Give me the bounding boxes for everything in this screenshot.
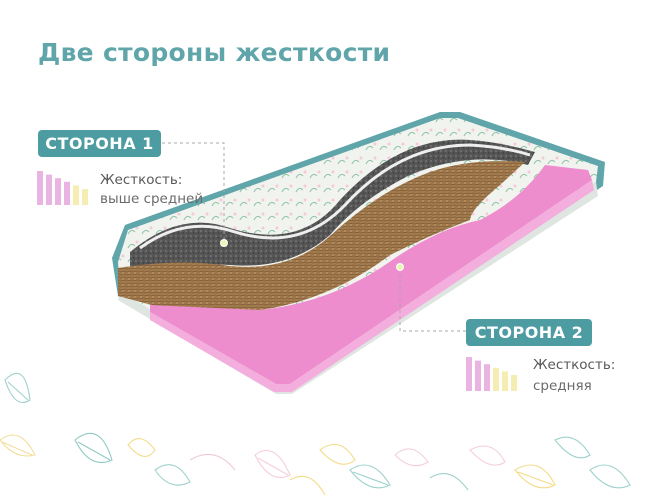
stiffness-bar <box>502 371 508 391</box>
stiffness-bar <box>484 364 490 391</box>
side-1-badge: СТОРОНА 1 <box>38 130 161 157</box>
stiffness-bar <box>55 178 61 205</box>
side-1-stiffness-label: Жесткость: <box>100 172 183 188</box>
side-2-stiffness-value: средняя <box>533 378 592 394</box>
side-2-badge: СТОРОНА 2 <box>466 319 592 346</box>
stiffness-bar <box>511 375 517 391</box>
side-2-stiffness-label: Жесткость: <box>533 357 616 373</box>
stiffness-bar <box>82 189 88 205</box>
stiffness-bar <box>493 367 499 391</box>
stiffness-bar <box>73 185 79 205</box>
side-1-stiffness-value: выше средней <box>100 191 204 207</box>
leaf-decor <box>0 372 631 496</box>
stiffness-bar <box>46 174 52 205</box>
stiffness-bar <box>466 357 472 391</box>
marker-dot-1 <box>220 239 228 247</box>
stiffness-bar <box>475 360 481 391</box>
marker-dot-2 <box>396 263 404 271</box>
stiffness-bar <box>64 181 70 205</box>
page-title: Две стороны жесткости <box>38 38 391 67</box>
callout-lines <box>162 142 466 332</box>
stiffness-level-bars-side-1 <box>37 171 88 205</box>
mattress <box>112 112 605 394</box>
stiffness-bar <box>37 171 43 205</box>
stiffness-level-bars-side-2 <box>466 357 517 391</box>
